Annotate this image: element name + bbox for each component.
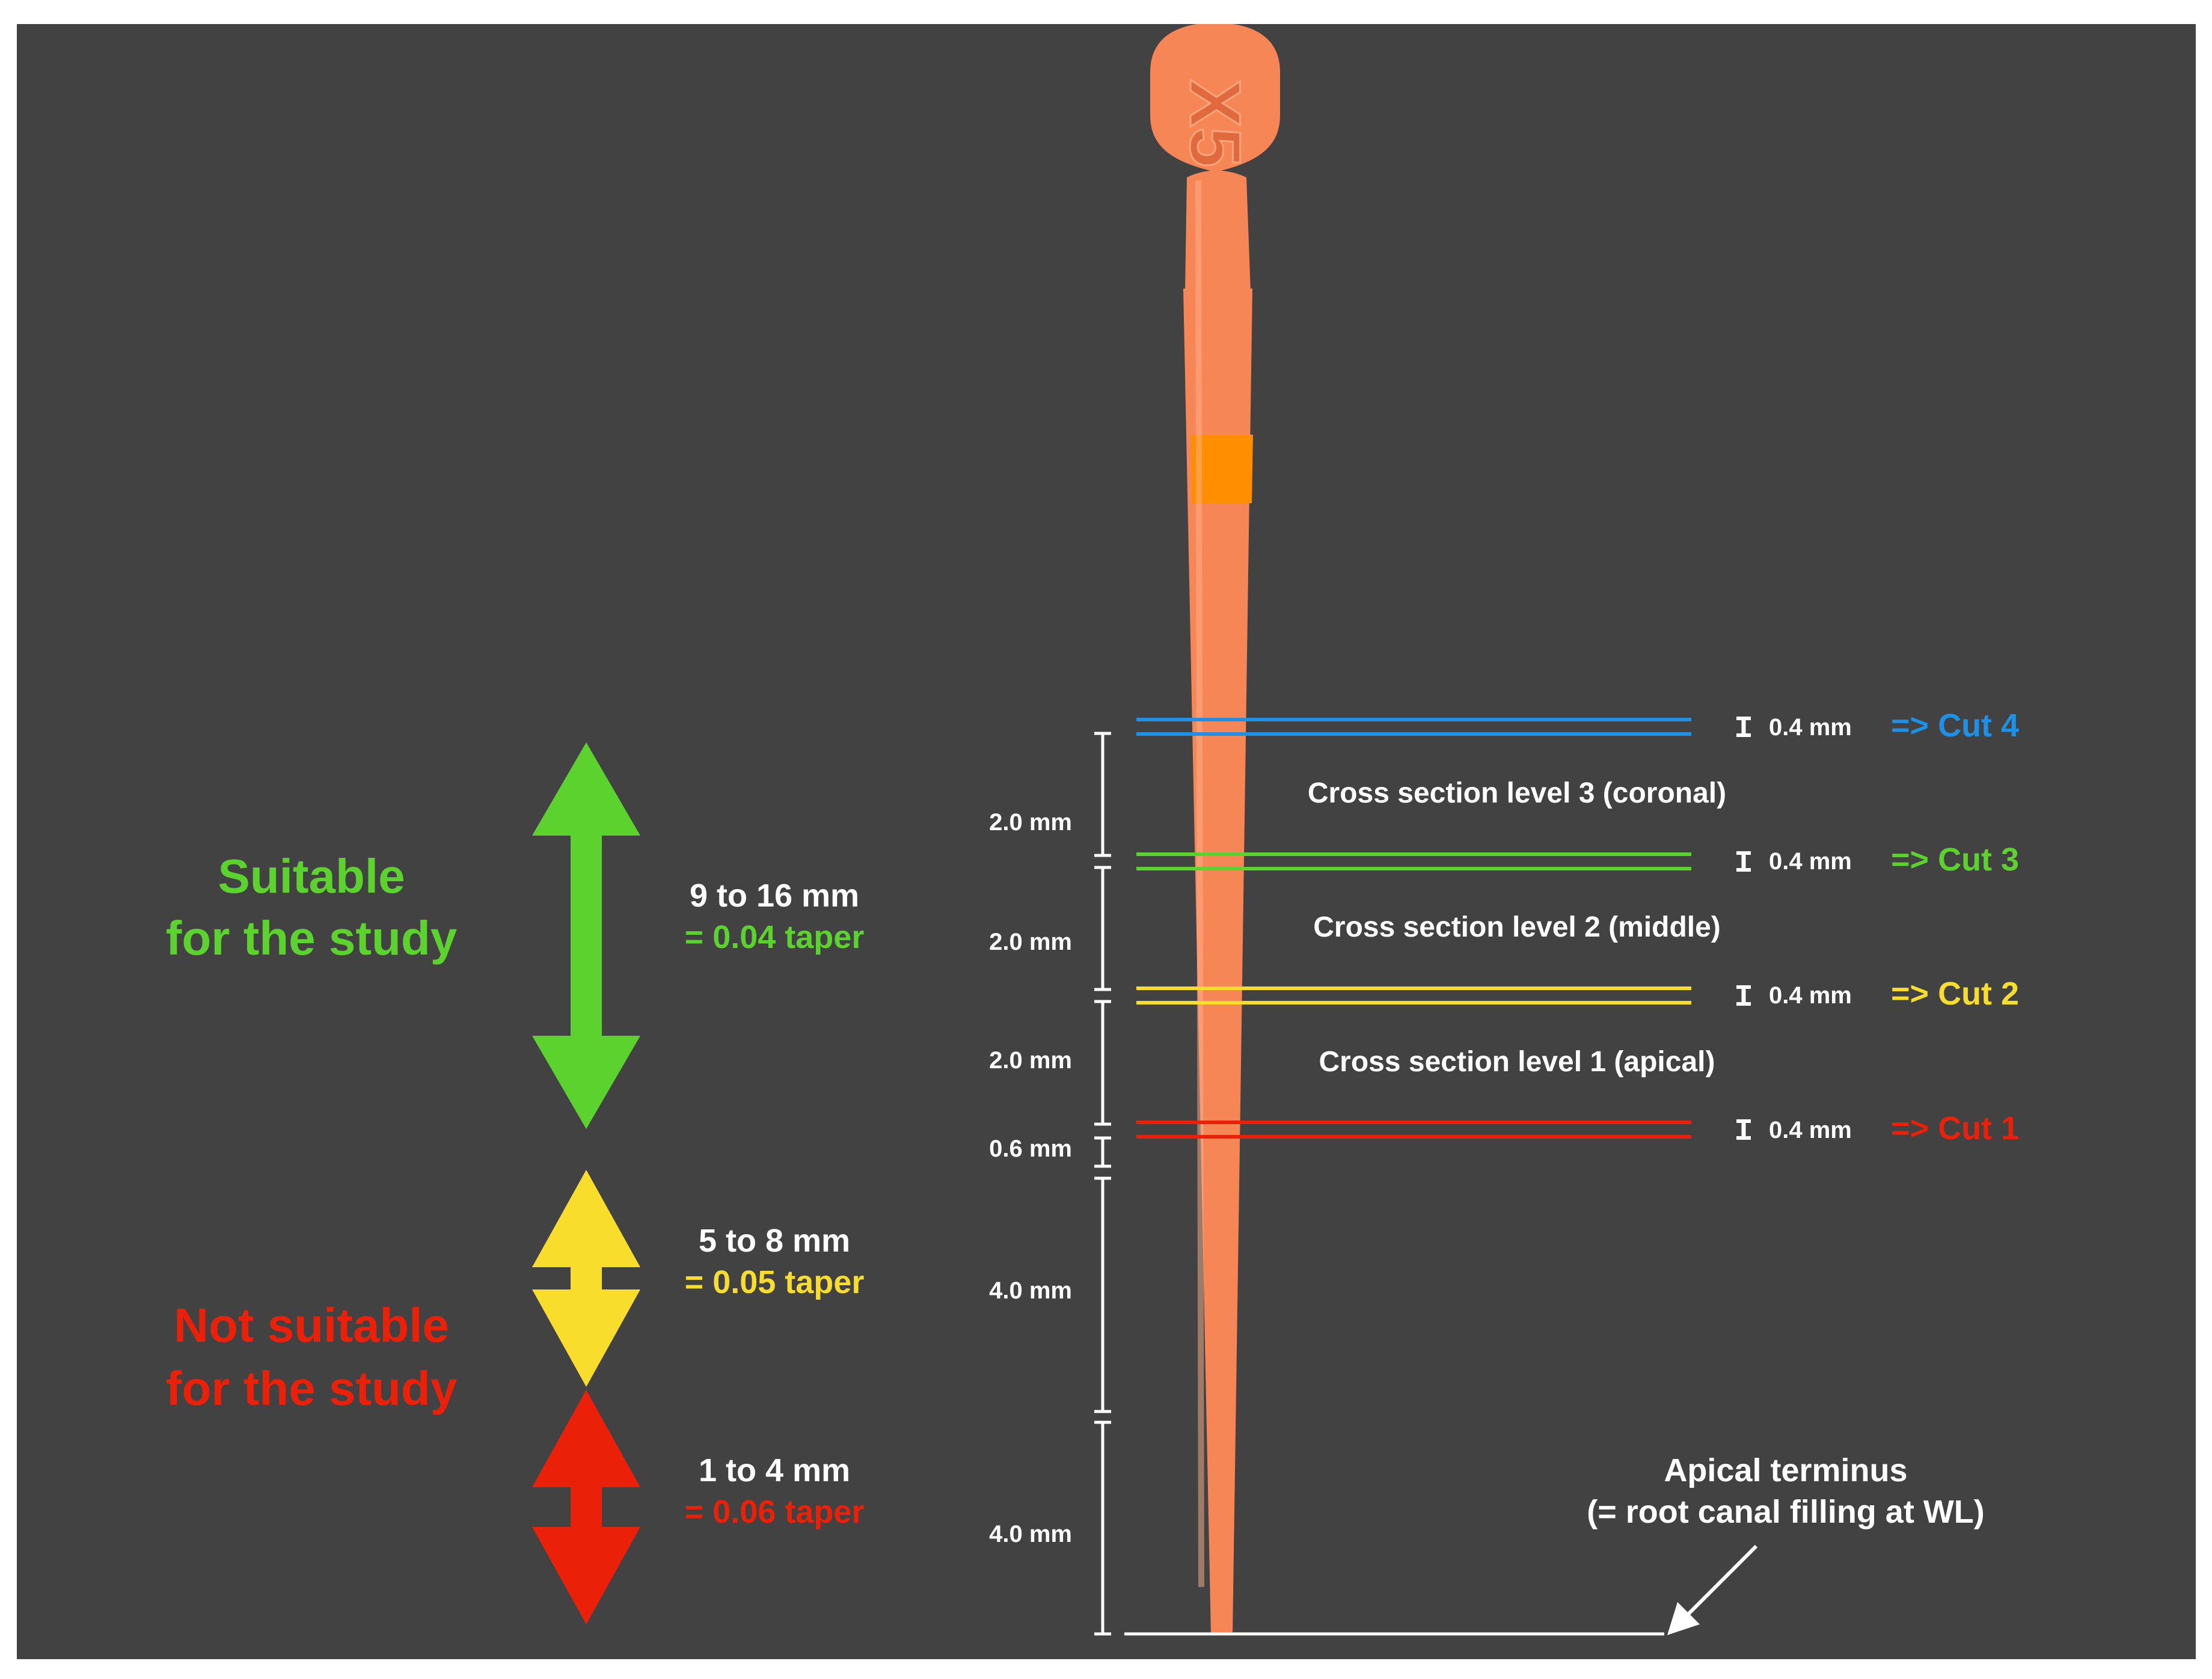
cone-color-band xyxy=(1191,435,1253,503)
dimension-segment xyxy=(1094,1176,1111,1413)
dimension-segment xyxy=(1094,732,1111,857)
section-label-coronal: Cross section level 3 (coronal) xyxy=(1308,777,1726,809)
diagram-panel: X5 Suitable for the study Not suitable f… xyxy=(17,24,2196,1659)
apex-label-line-1: Apical terminus xyxy=(1664,1452,1907,1488)
gutta-percha-cone-diagram: X5 Suitable for the study Not suitable f… xyxy=(166,24,2019,1636)
section-label-apical: Cross section level 1 (apical) xyxy=(1319,1046,1715,1078)
thickness-marker xyxy=(1736,1119,1751,1140)
range-label-yellow: 5 to 8 mm xyxy=(699,1223,850,1259)
apex-pointer-arrow xyxy=(1667,1544,1758,1635)
dimension-segment xyxy=(1094,866,1111,991)
taper-label-red: = 0.06 taper xyxy=(685,1494,865,1530)
gutta-percha-cone: X5 xyxy=(1150,24,1280,1634)
cone-marking: X5 xyxy=(1175,79,1255,168)
cut-thickness-label: 0.4 mm xyxy=(1769,714,1852,741)
cut-thickness-label: 0.4 mm xyxy=(1769,982,1852,1009)
status-suitable-line-1: Suitable xyxy=(218,849,405,903)
cone-handle xyxy=(1150,24,1280,171)
cut-thickness-label: 0.4 mm xyxy=(1769,1117,1852,1143)
cone-shaft-highlight xyxy=(1195,180,1204,1588)
apex-label-line-2: (= root canal filling at WL) xyxy=(1587,1494,1985,1530)
dimension-segment xyxy=(1094,1421,1111,1636)
dimension-scale xyxy=(1094,732,1111,1636)
taper-label-yellow: = 0.05 taper xyxy=(685,1264,865,1300)
double-arrow-green xyxy=(532,742,640,1129)
dimension-segment xyxy=(1094,1000,1111,1126)
text-labels: Suitable for the study Not suitable for … xyxy=(166,708,2019,1547)
section-label-middle: Cross section level 2 (middle) xyxy=(1313,911,1721,943)
dimension-label: 2.0 mm xyxy=(989,809,1072,836)
cut-thickness-label: 0.4 mm xyxy=(1769,848,1852,875)
double-arrow-yellow xyxy=(532,1170,640,1387)
dimension-label: 2.0 mm xyxy=(989,1047,1072,1074)
status-not-suitable-line-1: Not suitable xyxy=(174,1298,449,1352)
thickness-marker xyxy=(1736,717,1751,737)
taper-label-green: = 0.04 taper xyxy=(685,919,865,955)
range-label-green: 9 to 16 mm xyxy=(690,878,859,914)
left-arrows xyxy=(532,742,640,1624)
thickness-marker xyxy=(1736,851,1751,872)
status-suitable-line-2: for the study xyxy=(166,911,458,965)
status-not-suitable-line-2: for the study xyxy=(166,1362,458,1415)
dimension-label: 2.0 mm xyxy=(989,929,1072,955)
cut-label-2: => Cut 2 xyxy=(1891,976,2019,1012)
thickness-marker xyxy=(1736,985,1751,1006)
dimension-segment xyxy=(1094,1136,1111,1168)
cone-neck xyxy=(1185,170,1251,292)
cut-label-4: => Cut 4 xyxy=(1891,708,2019,744)
double-arrow-red xyxy=(532,1390,640,1624)
dimension-label: 0.6 mm xyxy=(989,1136,1072,1162)
range-label-red: 1 to 4 mm xyxy=(699,1452,850,1488)
dimension-label: 4.0 mm xyxy=(989,1277,1072,1304)
cut-lines xyxy=(1136,717,1751,1140)
cut-label-3: => Cut 3 xyxy=(1891,842,2019,878)
cut-label-1: => Cut 1 xyxy=(1891,1110,2019,1146)
dimension-label: 4.0 mm xyxy=(989,1521,1072,1547)
